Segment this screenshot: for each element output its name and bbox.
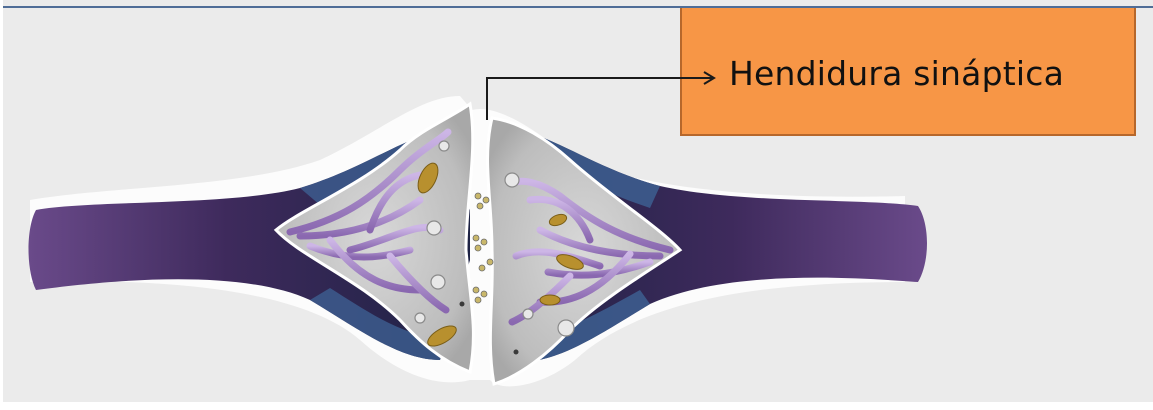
slide-border-bottom bbox=[0, 402, 1153, 410]
callout-label: Hendidura sináptica bbox=[729, 54, 1064, 93]
